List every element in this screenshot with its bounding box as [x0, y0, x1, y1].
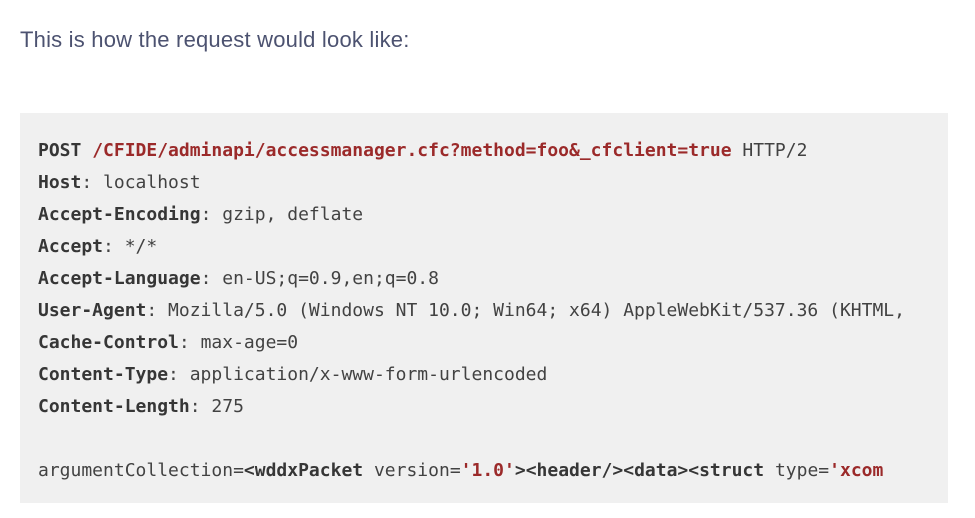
- code-segment: Accept-Language: [38, 268, 201, 289]
- code-segment: : application/x-www-form-urlencoded: [168, 364, 548, 385]
- code-segment: ><header/><data><struct: [514, 460, 765, 481]
- code-segment: type=: [764, 460, 830, 481]
- code-segment: : gzip, deflate: [200, 204, 364, 225]
- code-line: Accept-Encoding: gzip, deflate: [38, 199, 948, 231]
- code-segment: : Mozilla/5.0 (Windows NT 10.0; Win64; x…: [146, 300, 905, 321]
- code-line: [38, 423, 948, 455]
- code-segment: argumentCollection=: [38, 460, 244, 481]
- code-line: Accept-Language: en-US;q=0.9,en;q=0.8: [38, 263, 948, 295]
- code-segment: Cache-Control: [38, 332, 179, 353]
- code-segment: POST: [38, 140, 93, 161]
- code-segment: : localhost: [81, 172, 201, 193]
- code-segment: Host: [38, 172, 82, 193]
- code-line: argumentCollection=<wddxPacket version='…: [38, 455, 948, 487]
- code-segment: Accept-Encoding: [38, 204, 201, 225]
- code-line: Host: localhost: [38, 167, 948, 199]
- code-line: Cache-Control: max-age=0: [38, 327, 948, 359]
- code-line: Content-Type: application/x-www-form-url…: [38, 359, 948, 391]
- code-line: POST /CFIDE/adminapi/accessmanager.cfc?m…: [38, 135, 948, 167]
- code-segment: User-Agent: [38, 300, 147, 321]
- http-request-code-block: POST /CFIDE/adminapi/accessmanager.cfc?m…: [20, 113, 948, 503]
- code-segment: version=: [363, 460, 461, 481]
- code-segment: '1.0': [460, 460, 515, 481]
- code-segment: 'xcom: [829, 460, 884, 481]
- intro-text: This is how the request would look like:: [20, 27, 410, 52]
- code-line: Content-Length: 275: [38, 391, 948, 423]
- code-segment: HTTP/2: [731, 140, 808, 161]
- code-segment: : max-age=0: [178, 332, 299, 353]
- code-line: User-Agent: Mozilla/5.0 (Windows NT 10.0…: [38, 295, 948, 327]
- code-segment: : */*: [103, 236, 158, 257]
- code-segment: <wddxPacket: [243, 460, 364, 481]
- code-segment: Content-Length: [38, 396, 190, 417]
- code-segment: /CFIDE/adminapi/accessmanager.cfc?method…: [92, 140, 732, 161]
- code-line: Accept: */*: [38, 231, 948, 263]
- code-segment: Accept: [38, 236, 104, 257]
- code-segment: : en-US;q=0.9,en;q=0.8: [200, 268, 439, 289]
- code-segment: Content-Type: [38, 364, 169, 385]
- code-segment: : 275: [189, 396, 244, 417]
